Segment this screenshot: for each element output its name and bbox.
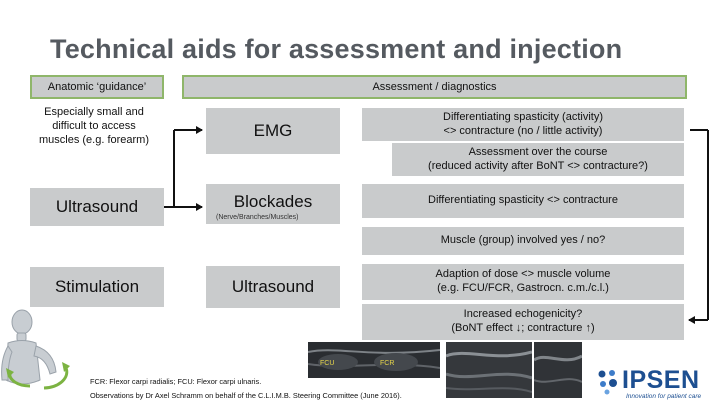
right-box2-label: Differentiating spasticity <> contractur…: [428, 194, 618, 207]
ipsen-logo-tagline: Innovation for patient care: [626, 393, 702, 400]
ipsen-logo: IPSEN Innovation for patient care: [596, 366, 716, 402]
ultrasound-texture-3: [534, 342, 582, 398]
middle-blockades-sublabel: (Nerve/Branches/Muscles): [216, 214, 299, 222]
left-stimulation-box: Stimulation: [30, 267, 164, 307]
right-box5-line1: Increased echogenicity?: [463, 308, 583, 321]
ultrasound-image-2: [446, 342, 532, 398]
header-anatomic-guidance: Anatomic ‘guidance’: [30, 75, 164, 99]
header-assessment-diagnostics: Assessment / diagnostics: [182, 75, 687, 99]
middle-ultrasound-box: Ultrasound: [206, 266, 340, 308]
right-box1-line1: Differentiating spasticity (activity): [443, 110, 603, 123]
left-ultrasound-box: Ultrasound: [30, 188, 164, 226]
ultrasound-texture-2: [446, 342, 532, 398]
right-box4-line2: (e.g. FCU/FCR, Gastrocn. c.m./c.l.): [437, 282, 609, 294]
ipsen-logo-name: IPSEN: [622, 366, 700, 394]
right-box-assessment-course: Assessment over the course (reduced acti…: [392, 143, 684, 176]
right-box5-line2: (BoNT effect ↓; contracture ↑): [451, 322, 595, 334]
footer-observations: Observations by Dr Axel Schramm on behal…: [90, 391, 402, 400]
ipsen-logo-mark-icon: [598, 370, 617, 395]
ultrasound-image-3: [534, 342, 582, 398]
right-box-differentiating-activity: Differentiating spasticity (activity) <>…: [362, 108, 684, 141]
ultrasound-label-fcu: FCU: [320, 360, 335, 367]
middle-blockades-label: Blockades: [233, 192, 313, 211]
right-box3-label: Muscle (group) involved yes / no?: [440, 234, 606, 247]
page-title: Technical aids for assessment and inject…: [50, 34, 623, 64]
middle-emg-label: EMG: [253, 121, 293, 141]
right-box-muscle-involved: Muscle (group) involved yes / no?: [362, 227, 684, 255]
left-note: Especially small and difficult to access…: [38, 106, 150, 146]
ultrasound-texture-1: [308, 342, 440, 378]
header-anatomic-guidance-label: Anatomic ‘guidance’: [47, 81, 147, 93]
middle-blockades-box: Blockades (Nerve/Branches/Muscles): [206, 184, 340, 224]
middle-ultrasound-label: Ultrasound: [231, 277, 315, 297]
ultrasound-image-fcu-fcr: FCU FCR: [308, 342, 440, 378]
middle-emg-box: EMG: [206, 108, 340, 154]
left-ultrasound-label: Ultrasound: [55, 197, 139, 217]
ultrasound-label-fcr: FCR: [380, 360, 395, 367]
right-box1-line3: Assessment over the course: [468, 145, 608, 158]
footer-abbreviations: FCR: Flexor carpi radialis; FCU: Flexor …: [90, 377, 262, 386]
right-box1-line2: <> contracture (no / little activity): [443, 124, 603, 137]
right-box-echogenicity: Increased echogenicity? (BoNT effect ↓; …: [362, 304, 684, 340]
right-box-adaption-dose: Adaption of dose <> muscle volume (e.g. …: [362, 264, 684, 300]
header-assessment-diagnostics-label: Assessment / diagnostics: [372, 81, 497, 93]
right-box4-line1: Adaption of dose <> muscle volume: [435, 268, 611, 281]
right-box-differentiating-contracture: Differentiating spasticity <> contractur…: [362, 184, 684, 218]
left-stimulation-label: Stimulation: [54, 277, 140, 297]
right-box1-line4: (reduced activity after BoNT <> contract…: [428, 159, 648, 172]
